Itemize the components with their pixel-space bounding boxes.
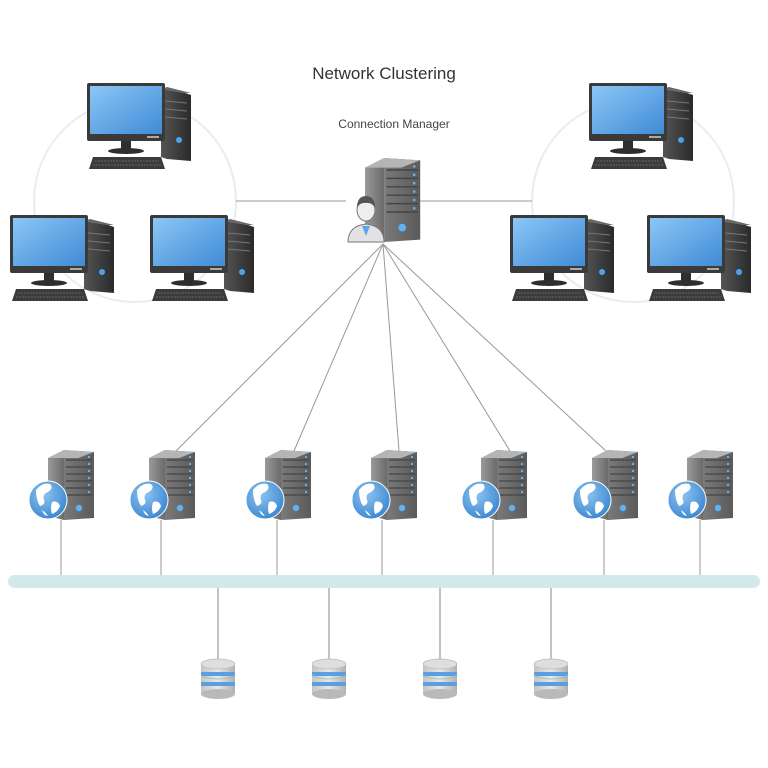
- connection-manager: [347, 157, 421, 243]
- link-manager-server-4: [382, 243, 400, 452]
- web-server-3: [246, 450, 311, 520]
- user-icon: [347, 196, 385, 243]
- desktop-computer-right-bottom-left: [509, 214, 615, 302]
- database-1: [200, 658, 236, 700]
- web-server-2: [130, 450, 195, 520]
- link-manager-server-6: [382, 243, 607, 452]
- network-bus: [8, 575, 760, 588]
- manager-server-links: [175, 243, 607, 452]
- desktop-computer-left-bottom-left: [9, 214, 115, 302]
- web-server-4: [352, 450, 417, 520]
- desktop-computer-left-bottom-right: [149, 214, 255, 302]
- desktop-computer-right-bottom-right: [646, 214, 752, 302]
- database-3: [422, 658, 458, 700]
- web-server-1: [29, 450, 94, 520]
- link-manager-server-2: [175, 243, 384, 452]
- link-manager-server-5: [382, 243, 511, 452]
- web-server-7: [668, 450, 733, 520]
- database-4: [533, 658, 569, 700]
- connection-manager-label: Connection Manager: [338, 117, 450, 131]
- web-server-6: [573, 450, 638, 520]
- database-2: [311, 658, 347, 700]
- web-server-5: [462, 450, 527, 520]
- link-manager-server-3: [293, 243, 384, 452]
- diagram-title: Network Clustering: [312, 64, 456, 83]
